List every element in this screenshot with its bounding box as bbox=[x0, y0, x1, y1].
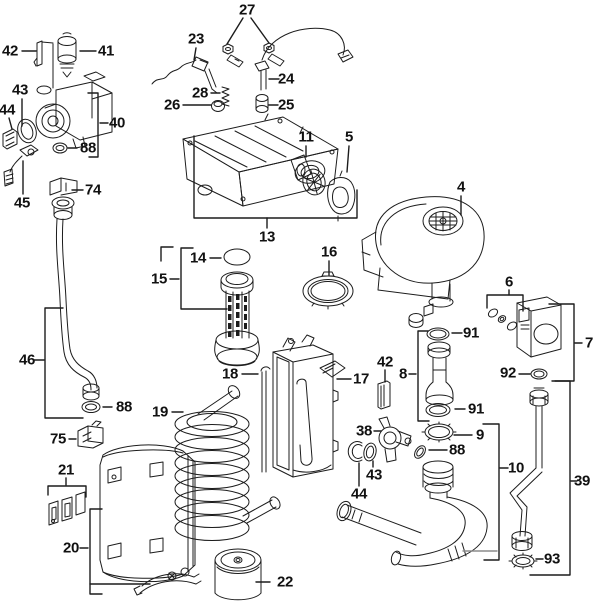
gas-valve-drawing bbox=[516, 296, 562, 358]
callout-91: 91 bbox=[467, 400, 485, 418]
bracket-10 bbox=[482, 423, 500, 561]
callout-19: 19 bbox=[151, 403, 169, 421]
callout-88: 88 bbox=[115, 398, 133, 416]
callout-27: 27 bbox=[238, 1, 256, 19]
callout-20: 20 bbox=[62, 539, 80, 557]
insulation-disc-drawing bbox=[302, 168, 326, 196]
callout-44: 44 bbox=[0, 101, 16, 119]
callout-75: 75 bbox=[49, 430, 67, 448]
callout-18: 18 bbox=[221, 365, 239, 383]
leader-5 bbox=[346, 145, 350, 173]
callout-42: 42 bbox=[376, 353, 394, 371]
callout-22: 22 bbox=[276, 573, 294, 591]
bracket-6 bbox=[486, 294, 524, 312]
callout-23: 23 bbox=[187, 30, 205, 48]
bracket-8 bbox=[417, 330, 430, 422]
callout-45: 45 bbox=[13, 194, 31, 212]
callout-39: 39 bbox=[573, 472, 591, 490]
air-vent-drawing bbox=[57, 32, 77, 78]
jacket-drawing bbox=[272, 334, 346, 478]
mounting-bracket-drawing bbox=[33, 40, 54, 89]
fan-drawing bbox=[361, 196, 485, 328]
flow-sensor-drawing bbox=[347, 380, 412, 463]
bracket-14 bbox=[160, 246, 174, 262]
pump-gasket-drawing bbox=[17, 118, 37, 144]
flow-pipe-drawing bbox=[55, 218, 100, 401]
pipe-oring-drawing bbox=[81, 401, 101, 413]
callout-8: 8 bbox=[398, 365, 408, 383]
callout-38: 38 bbox=[355, 422, 373, 440]
callout-26: 26 bbox=[163, 96, 181, 114]
coil-drawing bbox=[174, 385, 281, 541]
callout-25: 25 bbox=[277, 96, 295, 114]
callout-92: 92 bbox=[499, 364, 517, 382]
bracket-20 bbox=[89, 508, 103, 595]
callout-28: 28 bbox=[191, 84, 209, 102]
callout-16: 16 bbox=[320, 243, 338, 261]
bracket-21 bbox=[47, 485, 87, 498]
cylinder-22-drawing bbox=[214, 548, 262, 601]
callout-88: 88 bbox=[79, 139, 97, 157]
callout-43: 43 bbox=[11, 81, 29, 99]
leader-27-left bbox=[226, 17, 244, 45]
trap-hose-drawing bbox=[336, 460, 488, 567]
callout-10: 10 bbox=[507, 459, 525, 477]
callout-5: 5 bbox=[344, 128, 354, 146]
callout-43: 43 bbox=[365, 466, 383, 484]
callout-11: 11 bbox=[298, 128, 314, 146]
bracket-46 bbox=[44, 307, 84, 419]
callout-15: 15 bbox=[150, 270, 168, 288]
ring-gasket-drawing bbox=[302, 271, 354, 310]
fixing-plates-drawing bbox=[48, 491, 86, 526]
callout-46: 46 bbox=[18, 351, 36, 369]
callout-4: 4 bbox=[456, 178, 466, 196]
callout-42: 42 bbox=[1, 42, 19, 60]
bracket-13 bbox=[193, 135, 358, 219]
valve-orings-drawing bbox=[487, 308, 548, 380]
bracket-15 bbox=[180, 247, 228, 310]
bracket-40 bbox=[87, 92, 99, 158]
callout-88: 88 bbox=[448, 441, 466, 459]
clip-75-drawing bbox=[77, 420, 104, 449]
leader-23 bbox=[193, 47, 197, 61]
callout-6: 6 bbox=[504, 273, 514, 291]
callout-21: 21 bbox=[57, 461, 75, 479]
inner-pipe-drawing bbox=[260, 366, 271, 473]
burner-drawing bbox=[214, 248, 260, 367]
callout-91: 91 bbox=[462, 324, 480, 342]
callout-7: 7 bbox=[584, 334, 594, 352]
callout-13: 13 bbox=[258, 228, 276, 246]
callout-14: 14 bbox=[189, 249, 207, 267]
callout-41: 41 bbox=[97, 42, 115, 60]
leader-44-top bbox=[8, 117, 13, 130]
callout-74: 74 bbox=[84, 181, 102, 199]
callout-44: 44 bbox=[350, 485, 368, 503]
pump-drawing bbox=[35, 71, 113, 149]
callout-40: 40 bbox=[108, 114, 126, 132]
burner-ring-drawing bbox=[414, 421, 457, 459]
pump-oring-drawing bbox=[52, 142, 68, 154]
callout-93: 93 bbox=[543, 550, 561, 568]
callout-24: 24 bbox=[277, 70, 295, 88]
combustion-chamber-drawing bbox=[182, 113, 339, 207]
callout-9: 9 bbox=[475, 426, 485, 444]
gas-pipe-drawing bbox=[508, 387, 549, 570]
bracket-39 bbox=[529, 380, 571, 576]
callout-17: 17 bbox=[352, 370, 370, 388]
sensor-drawing bbox=[3, 144, 39, 187]
sensor-clip-drawing bbox=[2, 128, 18, 150]
leader-27-right bbox=[250, 17, 270, 44]
bracket-7 bbox=[548, 303, 575, 382]
venturi-drawing bbox=[425, 327, 454, 417]
ignition-electrodes-drawing bbox=[151, 27, 354, 113]
